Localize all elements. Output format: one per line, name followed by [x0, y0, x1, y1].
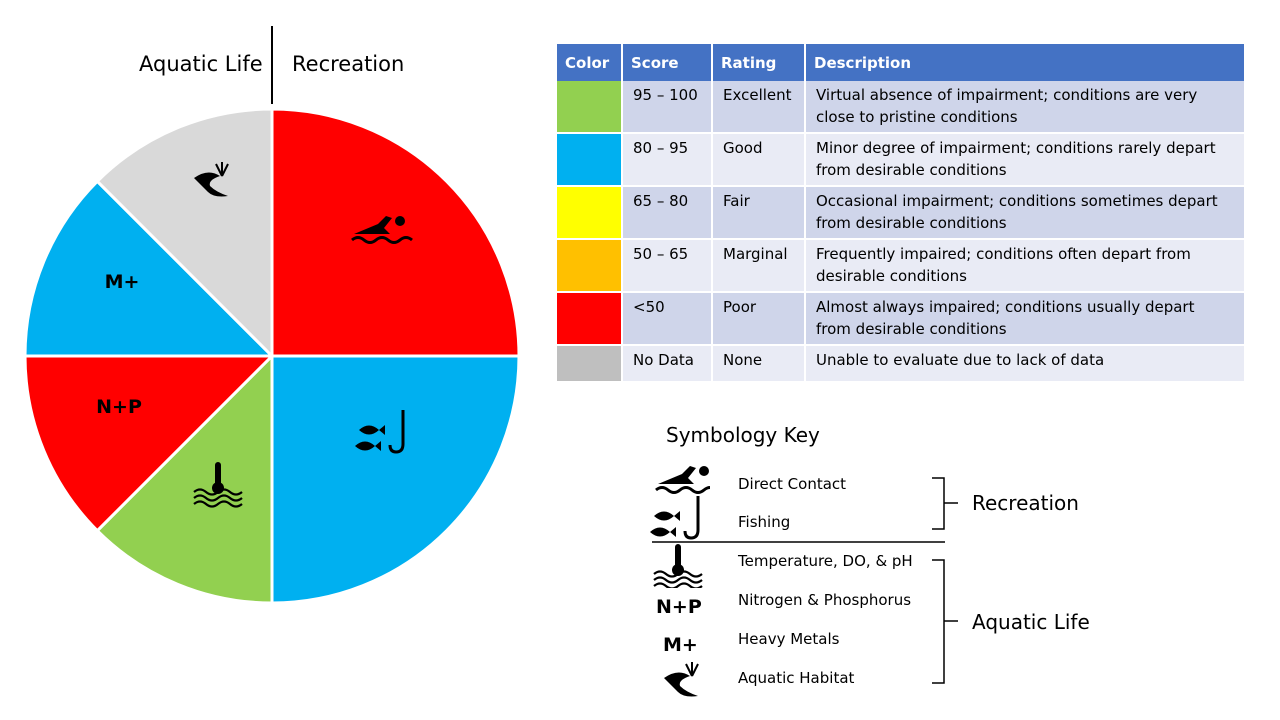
description-cell: Unable to evaluate due to lack of data	[805, 345, 1244, 383]
slice-temperature	[95, 352, 274, 605]
rating-cell: Poor	[712, 292, 806, 346]
color-swatch	[557, 292, 623, 346]
rating-cell: Excellent	[712, 81, 806, 134]
recreation-header: Recreation	[292, 52, 405, 76]
rating-cell: None	[712, 345, 806, 383]
nutrients-symbol: N+P	[656, 596, 702, 618]
description-line: Almost always impaired; conditions usual…	[816, 298, 1195, 316]
description-line: Virtual absence of impairment; condition…	[816, 86, 1198, 104]
metals-label: M+	[105, 271, 140, 293]
color-swatch	[557, 186, 623, 240]
aquatic-life-group-label: Aquatic Life	[972, 610, 1090, 634]
key-label-habitat: Aquatic Habitat	[738, 669, 855, 687]
header-divider	[271, 26, 273, 104]
score-cell: 95 – 100	[622, 81, 713, 134]
table-row: 95 – 100 Excellent Virtual absence of im…	[557, 81, 1244, 134]
symbology-key-title: Symbology Key	[666, 423, 820, 447]
color-swatch	[557, 345, 623, 383]
col-header-rating: Rating	[712, 44, 806, 81]
rating-cell: Good	[712, 133, 806, 187]
description-cell: Virtual absence of impairment; condition…	[805, 81, 1244, 134]
table-row: 50 – 65 Marginal Frequently impaired; co…	[557, 239, 1244, 293]
col-header-color: Color	[557, 44, 623, 81]
slice-fishing	[270, 354, 521, 605]
metals-symbol: M+	[663, 634, 698, 656]
description-cell: Occasional impairment; conditions someti…	[805, 186, 1244, 240]
nutrients-label: N+P	[96, 396, 142, 418]
key-brackets	[652, 477, 958, 684]
rating-cell: Fair	[712, 186, 806, 240]
ratings-table: Color Score Rating Description 95 – 100 …	[557, 44, 1244, 383]
description-line: Minor degree of impairment; conditions r…	[816, 139, 1216, 157]
color-swatch	[557, 133, 623, 187]
description-line: Frequently impaired; conditions often de…	[816, 245, 1191, 263]
slice-metals	[23, 179, 276, 358]
slice-nutrients	[23, 354, 276, 533]
description-line: Occasional impairment; conditions someti…	[816, 192, 1218, 210]
table-row: 65 – 80 Fair Occasional impairment; cond…	[557, 186, 1244, 240]
pie-chart: M+ N+P	[23, 107, 521, 605]
description-line: desirable conditions	[816, 267, 967, 285]
col-header-description: Description	[805, 44, 1244, 81]
rating-cell: Marginal	[712, 239, 806, 293]
description-cell: Almost always impaired; conditions usual…	[805, 292, 1244, 346]
description-line: Unable to evaluate due to lack of data	[816, 351, 1105, 369]
description-line: from desirable conditions	[816, 214, 1007, 232]
score-cell: <50	[622, 292, 713, 346]
color-swatch	[557, 81, 623, 134]
description-line: close to pristine conditions	[816, 108, 1018, 126]
recreation-group-label: Recreation	[972, 491, 1079, 515]
key-label-temperature: Temperature, DO, & pH	[738, 552, 913, 570]
table-row: 80 – 95 Good Minor degree of impairment;…	[557, 133, 1244, 187]
pie-slices	[23, 107, 521, 605]
table-row: No Data None Unable to evaluate due to l…	[557, 345, 1244, 383]
description-cell: Frequently impaired; conditions often de…	[805, 239, 1244, 293]
col-header-score: Score	[622, 44, 713, 81]
slice-direct-contact	[270, 107, 521, 358]
key-label-direct-contact: Direct Contact	[738, 475, 847, 493]
aquatic-bracket	[932, 559, 958, 684]
key-label-metals: Heavy Metals	[738, 630, 840, 648]
aquatic-life-header: Aquatic Life	[139, 52, 263, 76]
slice-habitat	[95, 107, 274, 360]
description-line: from desirable conditions	[816, 161, 1007, 179]
score-cell: 50 – 65	[622, 239, 713, 293]
table-header-row: Color Score Rating Description	[557, 44, 1244, 81]
key-label-fishing: Fishing	[738, 513, 791, 531]
score-cell: 65 – 80	[622, 186, 713, 240]
score-cell: No Data	[622, 345, 713, 383]
recreation-bracket	[932, 477, 958, 530]
description-cell: Minor degree of impairment; conditions r…	[805, 133, 1244, 187]
description-line: from desirable conditions	[816, 320, 1007, 338]
color-swatch	[557, 239, 623, 293]
table-row: <50 Poor Almost always impaired; conditi…	[557, 292, 1244, 346]
key-label-nutrients: Nitrogen & Phosphorus	[738, 591, 912, 609]
score-cell: 80 – 95	[622, 133, 713, 187]
